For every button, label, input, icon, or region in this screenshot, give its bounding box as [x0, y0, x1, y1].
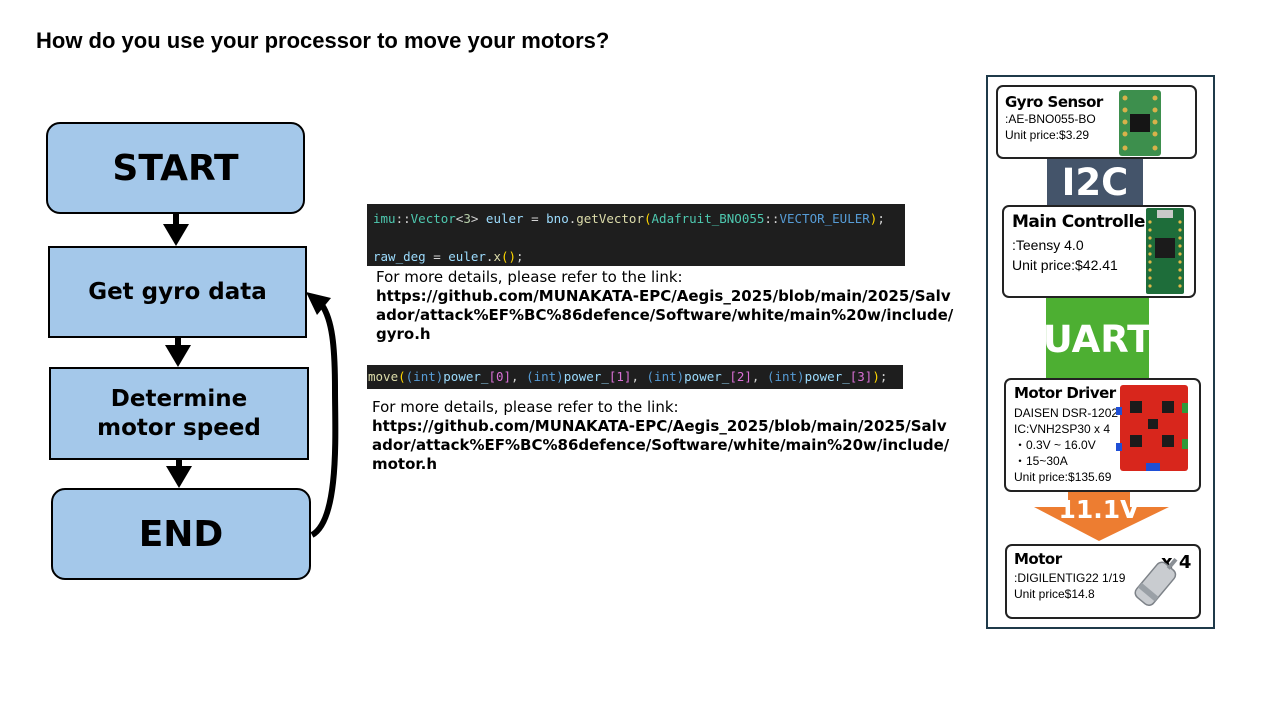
- flow-start-label: START: [112, 147, 239, 189]
- motor-driver-current: ・15~30A: [1014, 454, 1068, 468]
- code-token: ::: [395, 211, 411, 226]
- main-controller-model: :Teensy 4.0: [1012, 237, 1084, 253]
- code-token: (: [643, 211, 652, 226]
- code-token: 3: [463, 211, 471, 226]
- motor-details-note: For more details, please refer to the li…: [372, 398, 952, 474]
- flow-arrows: [163, 214, 339, 538]
- motor-driver-price: Unit price:$135.69: [1014, 470, 1112, 484]
- loop-arrow: [310, 303, 339, 538]
- code-token: ): [872, 369, 880, 384]
- code-token: [0]: [488, 369, 512, 384]
- code-token: move: [368, 369, 399, 384]
- code-line-2: raw_deg = euler.x();: [373, 249, 524, 264]
- arrowhead-2: [165, 345, 191, 367]
- code-token: power_: [684, 369, 730, 384]
- code-token: (): [500, 249, 517, 264]
- code-token: ;: [516, 249, 524, 264]
- uart-label: UART: [1042, 317, 1153, 361]
- code-token: =: [523, 211, 547, 226]
- code-token: (int): [646, 369, 685, 384]
- code-token: bno: [546, 211, 569, 226]
- code-token: .: [485, 249, 494, 264]
- code-token: power_: [443, 369, 489, 384]
- gyro-sensor-model: :AE-BNO055-BO: [1005, 112, 1096, 126]
- flow-end-label: END: [138, 513, 224, 555]
- code-token: >: [470, 211, 479, 226]
- code-token: [2]: [729, 369, 752, 384]
- code-token: power_: [563, 369, 609, 384]
- code-line-1: imu::Vector<3> euler = bno.getVector(Ada…: [373, 211, 885, 226]
- code-token: ,: [751, 369, 767, 384]
- gyro-source-link[interactable]: https://github.com/MUNAKATA-EPC/Aegis_20…: [376, 287, 954, 343]
- gyro-board-image: [1119, 90, 1161, 156]
- hardware-panel: I2C UART 11.1V Gyro Sensor :AE-BNO055-BO…: [986, 75, 1215, 629]
- motor-driver-voltage: ・0.3V ~ 16.0V: [1014, 438, 1096, 452]
- main-controller-card: Main Controller :Teensy 4.0 Unit price:$…: [1002, 205, 1196, 298]
- code-token: raw_deg: [373, 249, 426, 264]
- code-token: [3]: [849, 369, 873, 384]
- motor-driver-card: Motor Driver DAISEN DSR-1202 IC:VNH2SP30…: [1004, 378, 1201, 492]
- gyro-sensor-title: Gyro Sensor: [1005, 93, 1103, 111]
- power-label: 11.1V: [1058, 494, 1140, 524]
- code-token: ;: [877, 211, 885, 226]
- i2c-label: I2C: [1061, 160, 1129, 204]
- teensy-board-image: [1146, 208, 1184, 294]
- code-token: euler: [448, 249, 486, 264]
- flow-determine-speed-label: Determine motor speed: [97, 385, 261, 441]
- motor-driver-ic: IC:VNH2SP30 x 4: [1014, 422, 1111, 436]
- code-token: [1]: [608, 369, 632, 384]
- code-token: =: [425, 249, 449, 264]
- motor-price: Unit price$14.8: [1014, 587, 1095, 601]
- motor-image: [1134, 557, 1178, 606]
- gyro-details-note: For more details, please refer to the li…: [376, 268, 956, 344]
- code-token: (: [398, 369, 406, 384]
- code-token: getVector: [576, 211, 644, 226]
- code-block-gyro: imu::Vector<3> euler = bno.getVector(Ada…: [367, 204, 905, 266]
- code-token: ;: [879, 369, 888, 384]
- code-token: ,: [631, 369, 647, 384]
- page-title: How do you use your processor to move yo…: [36, 28, 610, 53]
- code-token: ::: [764, 211, 780, 226]
- code-token: (int): [526, 369, 564, 384]
- code-token: .: [568, 211, 577, 226]
- code-token: <: [455, 211, 464, 226]
- code-token: euler: [485, 211, 524, 226]
- flow-get-gyro-label: Get gyro data: [88, 278, 267, 305]
- gyro-details-text: For more details, please refer to the li…: [376, 268, 683, 286]
- uart-bus-bar: UART: [1043, 297, 1152, 381]
- arrowhead-1: [163, 224, 189, 246]
- gyro-sensor-price: Unit price:$3.29: [1005, 128, 1090, 142]
- motor-title: Motor: [1014, 550, 1062, 568]
- code-token: (int): [766, 369, 805, 384]
- flow-determine-speed: Determine motor speed: [49, 367, 309, 460]
- flow-start: START: [46, 122, 305, 214]
- main-controller-price: Unit price:$42.41: [1012, 257, 1118, 273]
- code-token: Adafruit_BNO055: [651, 211, 765, 226]
- motor-details-text: For more details, please refer to the li…: [372, 398, 679, 416]
- gyro-sensor-card: Gyro Sensor :AE-BNO055-BO Unit price:$3.…: [996, 85, 1197, 159]
- code-token: x: [493, 249, 501, 264]
- loop-arrowhead: [306, 292, 331, 315]
- code-token: ,: [511, 369, 527, 384]
- power-arrow: [1034, 487, 1169, 541]
- code-token: (int): [405, 369, 444, 384]
- i2c-bus-bar: I2C: [1047, 157, 1143, 207]
- motor-source-link[interactable]: https://github.com/MUNAKATA-EPC/Aegis_20…: [372, 417, 950, 473]
- motor-card: Motor :DIGILENTIG22 1/19 Unit price$14.8…: [1005, 544, 1201, 619]
- motor-driver-model: DAISEN DSR-1202: [1014, 406, 1119, 420]
- motor-model: :DIGILENTIG22 1/19: [1014, 571, 1126, 585]
- flow-end: END: [51, 488, 311, 580]
- code-token: power_: [804, 369, 850, 384]
- main-controller-title: Main Controller: [1012, 212, 1153, 232]
- motor-driver-board-image: [1116, 385, 1188, 471]
- code-token: imu: [373, 211, 396, 226]
- code-token: VECTOR_EULER: [779, 211, 870, 226]
- code-block-motor: move((int)power_[0], (int)power_[1], (in…: [367, 365, 903, 389]
- code-token: Vector: [410, 211, 456, 226]
- motor-driver-title: Motor Driver: [1014, 384, 1116, 402]
- code-token: ): [869, 211, 878, 226]
- arrowhead-3: [166, 466, 192, 488]
